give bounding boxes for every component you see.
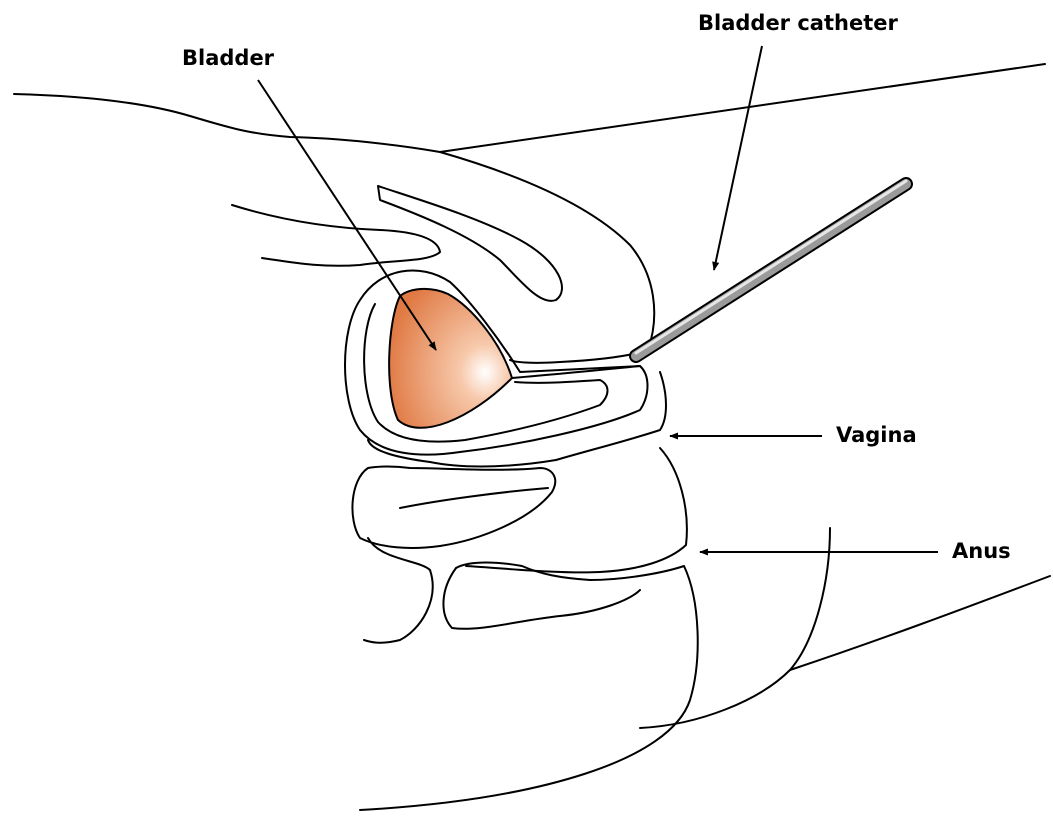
perineum-outline <box>364 538 433 643</box>
bladder-shape <box>389 289 512 428</box>
bladder-pointer-arrow <box>258 80 436 350</box>
bladder-catheter-label: Bladder catheter <box>698 11 898 35</box>
catheter-pointer-arrow <box>714 46 762 270</box>
rectum-inner-outline <box>443 568 640 629</box>
abdominal-wall-outline <box>14 94 440 152</box>
vagina-label: Vagina <box>836 423 917 447</box>
vaginal-inner-line <box>400 488 548 508</box>
peritoneal-fold-outline <box>232 205 440 266</box>
anus-label: Anus <box>952 539 1011 563</box>
bladder-label: Bladder <box>182 46 275 70</box>
thigh-lower-outline <box>790 576 1050 670</box>
rectum-outline <box>360 563 698 811</box>
uterine-fold-outline <box>378 186 562 301</box>
bladder-catheter <box>636 181 906 356</box>
buttock-outline <box>640 528 830 728</box>
vaginal-canal-outline <box>352 467 555 548</box>
